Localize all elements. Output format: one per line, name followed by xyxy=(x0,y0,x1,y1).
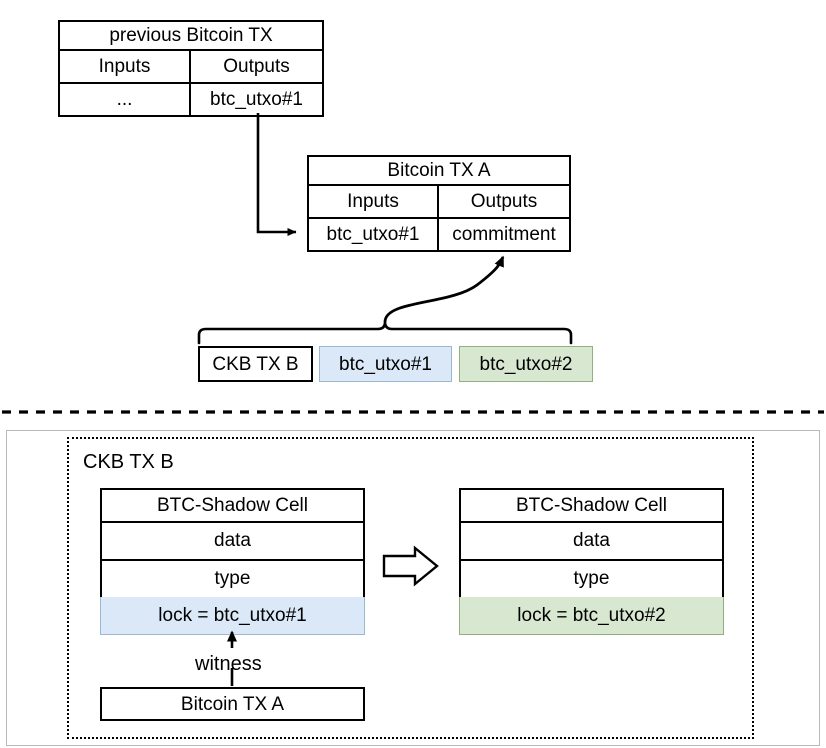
previous-bitcoin-tx-value-row: ... btc_utxo#1 xyxy=(58,84,324,117)
brace-ckb-tx-b-group xyxy=(197,321,573,345)
previous-bitcoin-tx-inputs-header: Inputs xyxy=(58,51,191,84)
witness-label: witness xyxy=(195,653,262,675)
btc-shadow-cell-output-lock: lock = btc_utxo#2 xyxy=(459,597,724,635)
ckb-tx-b-label-box: CKB TX B xyxy=(198,346,313,382)
btc-shadow-cell-output: BTC-Shadow Cell data type lock = btc_utx… xyxy=(459,488,724,635)
bitcoin-tx-a-title: Bitcoin TX A xyxy=(307,155,571,186)
btc-shadow-cell-input: BTC-Shadow Cell data type lock = btc_utx… xyxy=(100,488,365,635)
ckb-tx-b-output-utxo-2: btc_utxo#2 xyxy=(459,346,593,382)
bitcoin-tx-a-outputs-header: Outputs xyxy=(439,186,571,219)
bitcoin-tx-a-inputs-value: btc_utxo#1 xyxy=(307,219,439,252)
bitcoin-tx-a-value-row: btc_utxo#1 commitment xyxy=(307,219,571,252)
previous-bitcoin-tx-table: previous Bitcoin TX Inputs Outputs ... b… xyxy=(58,20,324,117)
btc-shadow-cell-output-type: type xyxy=(459,559,724,597)
witness-source-bitcoin-tx-a: Bitcoin TX A xyxy=(100,687,365,721)
bitcoin-tx-a-outputs-value: commitment xyxy=(439,219,571,252)
ckb-tx-b-detail-label: CKB TX B xyxy=(83,451,174,473)
previous-bitcoin-tx-outputs-header: Outputs xyxy=(191,51,324,84)
btc-shadow-cell-input-lock: lock = btc_utxo#1 xyxy=(100,597,365,635)
btc-shadow-cell-input-type: type xyxy=(100,559,365,597)
arrow-prev-utxo-to-txa-input xyxy=(256,113,297,236)
btc-shadow-cell-output-data: data xyxy=(459,521,724,559)
btc-shadow-cell-input-title: BTC-Shadow Cell xyxy=(100,488,365,521)
previous-bitcoin-tx-outputs-value: btc_utxo#1 xyxy=(191,84,324,117)
arrow-ckb-commitment xyxy=(383,255,505,323)
bitcoin-tx-a-header-row: Inputs Outputs xyxy=(307,186,571,219)
bitcoin-tx-a-inputs-header: Inputs xyxy=(307,186,439,219)
btc-shadow-cell-input-data: data xyxy=(100,521,365,559)
previous-bitcoin-tx-title: previous Bitcoin TX xyxy=(58,20,324,51)
bitcoin-tx-a-table: Bitcoin TX A Inputs Outputs btc_utxo#1 c… xyxy=(307,155,571,252)
previous-bitcoin-tx-inputs-value: ... xyxy=(58,84,191,117)
previous-bitcoin-tx-header-row: Inputs Outputs xyxy=(58,51,324,84)
ckb-tx-b-input-utxo-1: btc_utxo#1 xyxy=(319,346,452,382)
btc-shadow-cell-output-title: BTC-Shadow Cell xyxy=(459,488,724,521)
